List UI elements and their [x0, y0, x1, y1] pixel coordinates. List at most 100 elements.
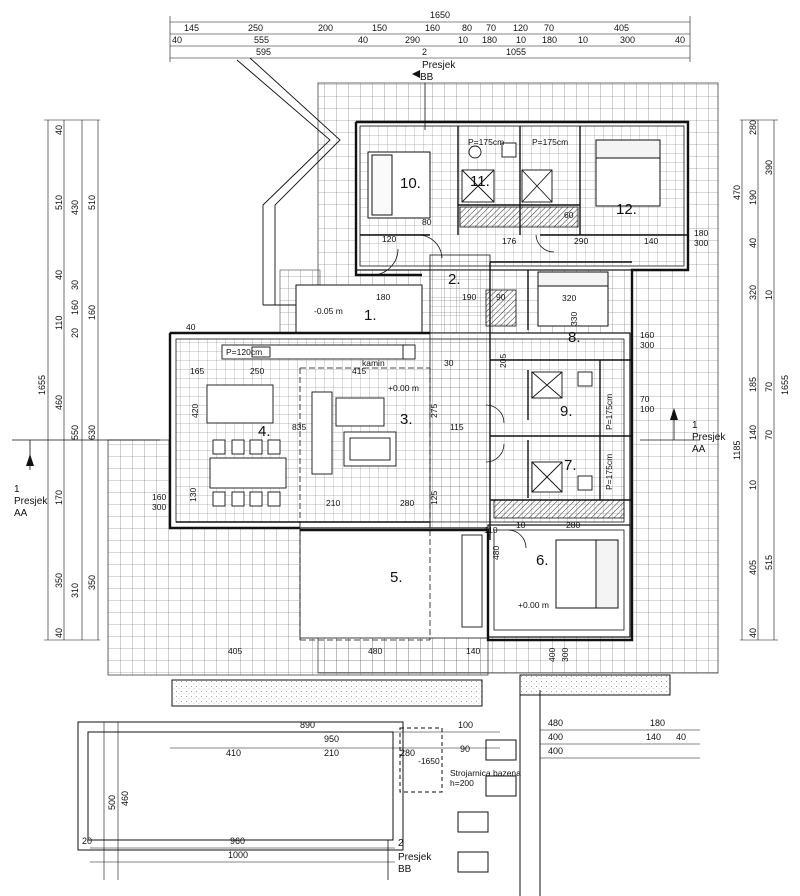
right-dimension-texts: 280 390 190 40 320 10 185 70 140 70 10 4…: [732, 120, 790, 638]
dim-70-right: 70: [640, 394, 650, 404]
dim-right-overall: 1655: [780, 375, 790, 395]
pool-dim-890: 890: [300, 720, 315, 730]
dimension-lines: [44, 16, 778, 880]
dim-right-a9: 140: [748, 425, 758, 440]
dim-250: 250: [250, 366, 264, 376]
dim-left-a4: 110: [54, 316, 64, 330]
pool-dim-950: 950: [324, 734, 339, 744]
dim-left-b4: 550: [70, 425, 80, 440]
annotations: Presjek BB 1 Presjek AA 1 Presjek AA 2 P…: [14, 60, 726, 875]
pool-dim-140: 140: [646, 732, 661, 742]
room-7-label: 7.: [564, 457, 577, 474]
dim-right-a8: 70: [764, 382, 774, 392]
interior-dimension-texts: 165 250 415 420 835 280 210 125 275 205 …: [152, 210, 708, 662]
section-aa-right-number: 1: [692, 420, 698, 431]
room-11-label: 11.: [470, 173, 490, 190]
dim-160-right: 160: [640, 330, 654, 340]
furniture-beds: [367, 139, 661, 609]
dim-top-2: 250: [248, 23, 263, 33]
section-bb-bottom-number: 2: [398, 838, 404, 849]
dim-480-bottom: 480: [368, 646, 382, 656]
pool-dim-1000: 1000: [228, 850, 248, 860]
wardrobes: [459, 206, 625, 519]
dim-300-right-top: 300: [694, 238, 708, 248]
dim-top-9: 70: [544, 23, 554, 33]
sill-height-175-c: P=175cm: [604, 394, 614, 430]
arrow-aa-right-icon: [670, 408, 678, 420]
room-1-label: 1.: [364, 307, 377, 324]
dim-125: 125: [429, 491, 439, 505]
dim-right-a4: 40: [748, 238, 758, 248]
dim-left-a9: 40: [54, 628, 64, 638]
pool-dim-20: 20: [82, 836, 92, 846]
room-2-label: 2.: [448, 271, 461, 288]
dim-80: 80: [422, 217, 432, 227]
pool-dim-410: 410: [226, 748, 241, 758]
driveway-ramp: [236, 57, 341, 306]
dim-top-6: 80: [462, 23, 472, 33]
dim-480: 480: [491, 546, 501, 560]
dim-275: 275: [429, 404, 439, 418]
pool-dim-280: 280: [400, 748, 415, 758]
dim-left-a5: 160: [70, 300, 80, 315]
sill-height-175-d: P=175cm: [604, 454, 614, 490]
bb-bottom-label: BB: [398, 864, 412, 875]
dim-left-c4: 350: [87, 575, 97, 590]
dim-90: 90: [496, 292, 506, 302]
dim-right-a13: 40: [748, 628, 758, 638]
dim-top-8: 120: [513, 23, 528, 33]
room-8-label: 8.: [568, 329, 581, 346]
dim-right-b2: 1185: [732, 441, 742, 460]
fireplace-label: kamin: [362, 358, 385, 368]
pool-machine-room-height: h=200: [450, 778, 474, 788]
sill-height-120: P=120cm: [226, 347, 262, 357]
dim-left-b5: 310: [70, 583, 80, 598]
pool-dim-480: 480: [548, 718, 563, 728]
dim-top2-11: 40: [675, 35, 685, 45]
pool-depth-label: -1650: [418, 756, 440, 766]
dim-right-b1: 470: [732, 185, 742, 200]
dim-right-a7: 185: [748, 377, 758, 392]
dim-280-bedroom: 280: [566, 520, 580, 530]
dim-left-overall: 1655: [37, 375, 47, 395]
dim-left-c1: 510: [87, 195, 97, 210]
dim-110: 110: [484, 525, 498, 535]
dim-right-a5: 320: [748, 285, 758, 300]
dim-top-4: 150: [372, 23, 387, 33]
dim-top3-2: 2: [422, 47, 427, 57]
dining-set: [206, 384, 287, 507]
pool-dim-960: 960: [230, 836, 245, 846]
dim-right-a12: 405: [748, 560, 758, 575]
dim-176: 176: [502, 236, 516, 246]
dim-10-115: 115: [450, 422, 464, 432]
dim-top2-2: 555: [254, 35, 269, 45]
room-labels: 1. 2. 3. 4. 5. 6. 7. 8. 9. 10. 11. 12.: [258, 173, 637, 586]
dim-top2-1: 40: [172, 35, 182, 45]
dim-30: 30: [444, 358, 454, 368]
dim-top-7: 70: [486, 23, 496, 33]
dim-330: 330: [569, 312, 579, 326]
dim-top-10: 405: [614, 23, 629, 33]
dim-right-a10: 70: [764, 430, 774, 440]
dim-total-top: 1650: [430, 10, 450, 20]
room-6-label: 6.: [536, 552, 549, 569]
dim-40: 40: [186, 322, 196, 332]
top-dimension-texts: 1650 145 250 200 150 160 80 70 120 70 40…: [172, 10, 685, 57]
dim-left-b3: 20: [70, 328, 80, 338]
bathroom-fixtures: [461, 142, 593, 493]
dim-left-c3: 630: [87, 425, 97, 440]
kitchen-counter: [221, 344, 483, 628]
dim-left-b1: 430: [70, 200, 80, 215]
dim-60: 60: [564, 210, 574, 220]
dim-left-b2: 30: [70, 280, 80, 290]
section-aa-left-number: 1: [14, 484, 20, 495]
dim-405: 405: [228, 646, 242, 656]
outer-walls: [168, 120, 690, 642]
elevation-living: +0.00 m: [388, 383, 419, 393]
pool-dim-40: 40: [676, 732, 686, 742]
bb-top-label: BB: [420, 72, 434, 83]
pool-dim-400a: 400: [548, 732, 563, 742]
dim-left-a3: 40: [54, 270, 64, 280]
pool-dim-400b: 400: [548, 746, 563, 756]
dim-top3-1: 595: [256, 47, 271, 57]
